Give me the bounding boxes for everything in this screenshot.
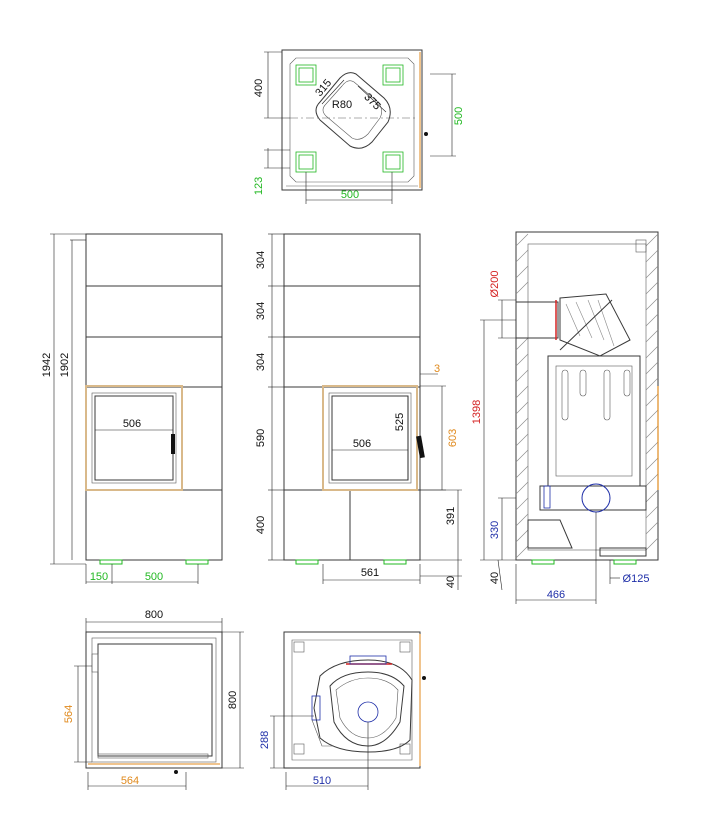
front-dim-506: 506 [123,418,141,430]
front-dim-500: 500 [145,571,163,583]
front2-dim-3: 3 [434,363,440,375]
front-view-outline [85,233,223,561]
front-view-2-door-handle [416,435,425,459]
front2-dim-304-b: 304 [255,302,267,320]
front-dim-1942: 1942 [41,353,53,377]
top-dim-123: 123 [253,177,265,195]
side-dim-466: 466 [547,589,565,601]
front-view-feet [99,559,209,565]
side-flue-pipe [515,301,559,339]
front2-dim-304-c: 304 [255,353,267,371]
side-dim-200: Ø200 [489,271,501,298]
side-flue-elbow [559,293,631,357]
plan-view-2-stove-outline [313,659,413,753]
side-section-hatch [515,233,659,559]
side-dim-1398: 1398 [471,400,483,424]
top-view-inner-outline [289,57,415,183]
front2-dim-506: 506 [353,438,371,450]
front-view-door [85,385,183,491]
plan-view-2-firebox [329,671,405,747]
front-view-2: 304 304 304 590 400 3 525 506 603 391 56… [255,233,462,590]
front2-dim-304-a: 304 [255,251,267,269]
top-dim-r80: R80 [332,99,352,111]
side-section-outline [515,231,659,561]
side-dim-40: 40 [489,572,501,584]
front2-dim-525: 525 [394,413,406,431]
front2-dim-400: 400 [255,516,267,534]
plan-view-handle [174,770,178,774]
top-dim-500-bottom: 500 [341,189,359,201]
plan-dim-800-right: 800 [227,691,239,709]
front-view-2-outline [283,233,421,561]
top-view-firebox [315,72,391,149]
front-dim-1902: 1902 [59,353,71,377]
front2-dim-603: 603 [447,429,459,447]
plan-view: 800 800 564 564 [63,609,244,790]
top-view: 400 315 R80 375 500 123 500 [253,49,465,204]
plan-dim-564-bottom: 564 [121,775,139,787]
front2-dim-561: 561 [361,567,379,579]
plan-dim-564-left: 564 [63,705,75,723]
side-dim-330: 330 [489,521,501,539]
side-section: Ø200 1398 330 40 Ø125 466 [471,231,659,604]
top-view-firebox-inner [322,80,382,140]
front2-dim-40: 40 [445,576,457,588]
top-dim-500-right: 500 [453,107,465,125]
plan-view-outline [85,631,223,769]
side-plinth-left [527,519,573,549]
front-view-2-feet [295,559,407,565]
plan-view-2-air-inlet [357,701,379,723]
front2-dim-391: 391 [445,507,457,525]
top-view-handle [424,132,428,136]
plan-view-2: 288 510 [259,631,426,790]
front-view: 1942 1902 506 150 500 [41,233,223,584]
plan2-dim-510: 510 [313,775,331,787]
plan-view-top-plate [97,643,213,757]
plan-view-2-handle [422,676,426,680]
front2-dim-590: 590 [255,429,267,447]
top-dim-400: 400 [253,79,265,97]
front-dim-150: 150 [90,571,108,583]
side-air-inlet [581,483,611,513]
plan-dim-800-top: 800 [145,609,163,621]
plan-view-2-flue-collar [349,655,387,665]
top-view-outline [281,49,423,191]
plan-view-2-outline [283,631,421,769]
side-dim-125: Ø125 [623,573,650,585]
plan2-dim-288: 288 [259,731,271,749]
front-view-door-handle [171,434,175,454]
top-view-feet [295,64,404,173]
